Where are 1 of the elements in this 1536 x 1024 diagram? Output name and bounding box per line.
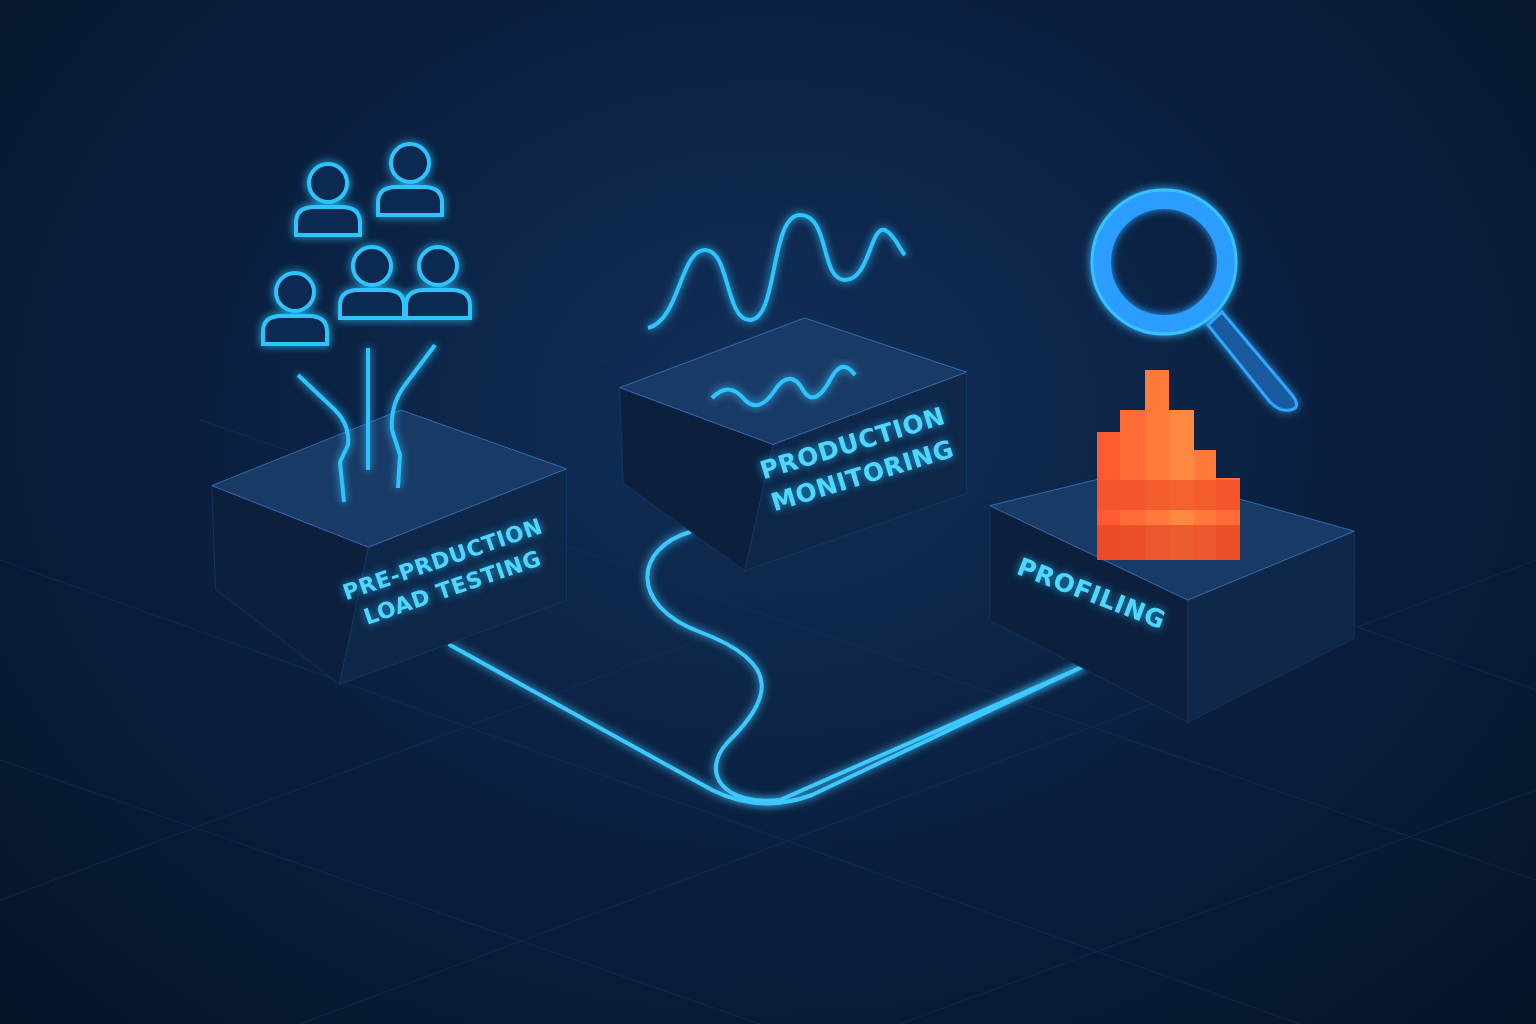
glowing-track <box>645 530 1084 803</box>
